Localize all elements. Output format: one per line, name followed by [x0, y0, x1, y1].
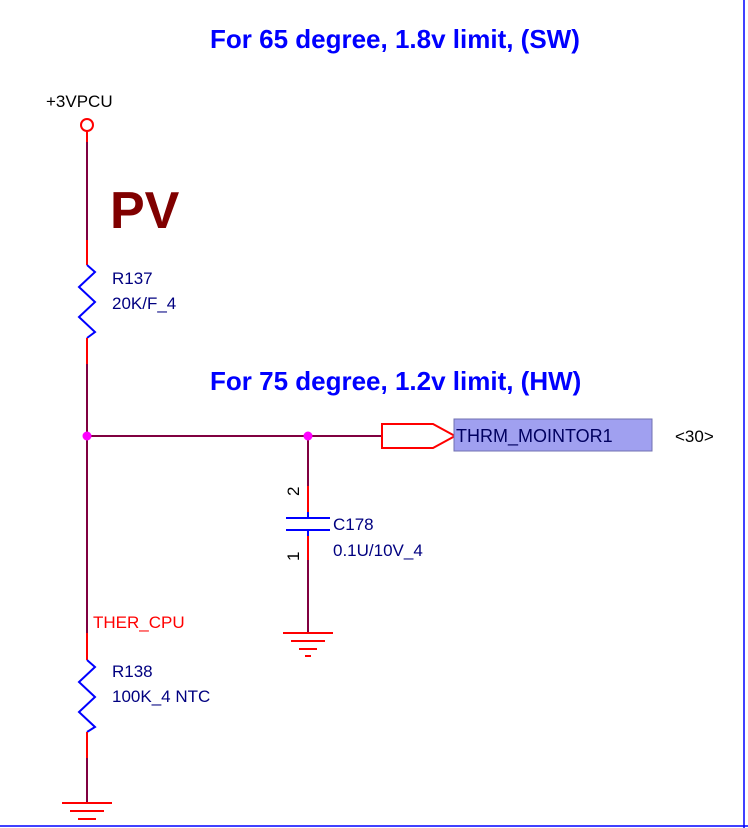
note-sw-limit: For 65 degree, 1.8v limit, (SW) [210, 24, 580, 54]
c178-pin2-number: 2 [284, 487, 303, 496]
net-label-ther-cpu[interactable]: THER_CPU [93, 613, 185, 632]
r138-resistor-icon[interactable] [77, 659, 97, 733]
port-label[interactable]: THRM_MOINTOR1 [456, 426, 613, 447]
r137-ref: R137 [112, 269, 153, 288]
page-ref: <30> [675, 427, 714, 446]
r137-resistor-icon[interactable] [77, 264, 97, 339]
r138-value: 100K_4 NTC [112, 687, 210, 706]
junction-dot [82, 431, 92, 441]
c178-ref: C178 [333, 515, 374, 534]
ground-icon [62, 802, 112, 820]
power-net-label: +3VPCU [46, 92, 113, 111]
port-label-highlight[interactable] [453, 418, 653, 452]
c178-value: 0.1U/10V_4 [333, 541, 423, 560]
note-hw-limit: For 75 degree, 1.2v limit, (HW) [210, 366, 581, 396]
power-port-icon[interactable] [80, 118, 94, 132]
ground-icon [283, 632, 333, 657]
r138-ref: R138 [112, 662, 153, 681]
pv-stamp: PV [110, 182, 180, 240]
r137-value: 20K/F_4 [112, 294, 176, 313]
c178-capacitor-icon[interactable] [286, 517, 330, 531]
c178-pin1-number: 1 [284, 552, 303, 561]
offpage-port-icon[interactable] [381, 423, 458, 449]
junction-dot [303, 431, 313, 441]
